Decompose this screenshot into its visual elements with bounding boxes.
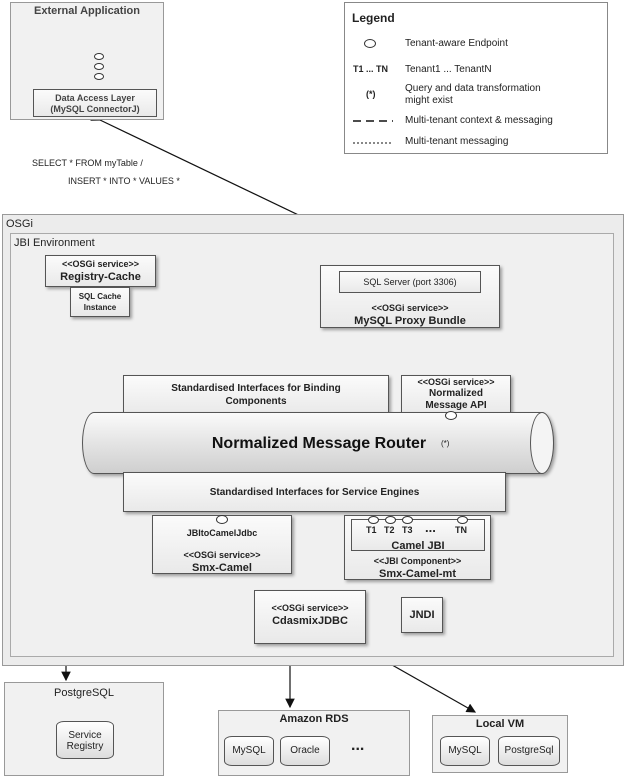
sql-cache-line2: Instance bbox=[83, 303, 117, 312]
external-application-title: External Application bbox=[34, 5, 140, 17]
camel-jbi: Camel JBI bbox=[351, 519, 485, 552]
mysql-proxy-stereotype: <<OSGi service>> bbox=[371, 303, 449, 313]
tenant-endpoint-icon bbox=[364, 39, 376, 48]
endpoint-icon bbox=[94, 53, 104, 60]
binding-interfaces: Standardised Interfaces for Binding Comp… bbox=[123, 375, 389, 415]
tenant-endpoint-icon bbox=[457, 516, 468, 524]
nm-api-line1: Normalized bbox=[429, 388, 483, 399]
dashed-line-icon bbox=[353, 120, 393, 122]
tenant-endpoint-icon bbox=[368, 516, 379, 524]
smx-camel-mt: Camel JBI <<JBI Component>> Smx-Camel-mt bbox=[344, 515, 491, 580]
nm-api-line2: Message API bbox=[425, 400, 487, 411]
dotted-line-icon bbox=[353, 142, 393, 144]
tenant-t1-label: T1 bbox=[366, 525, 377, 535]
jndi: JNDI bbox=[401, 597, 443, 633]
query-line2: INSERT * INTO * VALUES * bbox=[68, 176, 180, 186]
sql-cache-instance: SQL Cache Instance bbox=[70, 287, 130, 317]
nm-api-endpoint-icon bbox=[445, 411, 457, 420]
registry-cache-name: Registry-Cache bbox=[60, 271, 141, 283]
nmr-label: Normalized Message Router bbox=[211, 435, 427, 452]
tenant-t3-label: T3 bbox=[402, 525, 413, 535]
camel-jbi-label: Camel JBI bbox=[391, 540, 445, 552]
postgresql: PostgreSQL Service Registry bbox=[4, 682, 164, 776]
tenant-endpoint-icon bbox=[385, 516, 396, 524]
smx-camel-mt-stereotype: <<JBI Component>> bbox=[373, 556, 462, 566]
registry-cache-stereotype: <<OSGi service>> bbox=[61, 259, 140, 269]
nm-api-stereotype: <<OSGi service>> bbox=[417, 377, 495, 387]
smx-camel-mt-name: Smx-Camel-mt bbox=[378, 568, 457, 580]
rds-oracle-label: Oracle bbox=[290, 745, 320, 756]
service-registry-database: Service Registry bbox=[56, 721, 114, 759]
cdasmix-stereotype: <<OSGi service>> bbox=[271, 603, 349, 613]
cdasmix-jdbc: <<OSGi service>> CdasmixJDBC bbox=[254, 590, 366, 644]
tenant-endpoint-icon bbox=[402, 516, 413, 524]
service-registry-line1: Service bbox=[68, 730, 102, 741]
osgi-label: OSGi bbox=[6, 218, 33, 230]
legend-symbol-2: T1 ... TN bbox=[353, 64, 389, 74]
service-engines-label: Standardised Interfaces for Service Engi… bbox=[209, 487, 420, 498]
amazon-rds-title: Amazon RDS bbox=[279, 713, 349, 725]
dal-line1: Data Access Layer bbox=[55, 93, 135, 103]
normalized-message-router: Normalized Message Router bbox=[82, 412, 554, 474]
service-registry-line2: Registry bbox=[66, 741, 104, 752]
normalized-message-api: <<OSGi service>> Normalized Message API bbox=[401, 375, 511, 415]
legend-text-5: Multi-tenant messaging bbox=[405, 136, 509, 147]
amazon-rds: Amazon RDS MySQL Oracle ... bbox=[218, 710, 410, 776]
postgresql-title: PostgreSQL bbox=[54, 687, 114, 699]
legend-symbol-3: (*) bbox=[366, 89, 376, 99]
local-postgresql-label: PostgreSql bbox=[504, 745, 554, 756]
endpoint-icon bbox=[94, 73, 104, 80]
asterisk-label: (*) bbox=[441, 439, 450, 448]
cdasmix-name: CdasmixJDBC bbox=[272, 615, 348, 627]
sql-server: SQL Server (port 3306) bbox=[339, 271, 481, 293]
legend-text-4: Multi-tenant context & messaging bbox=[405, 115, 553, 126]
smx-camel: JBItoCamelJdbc <<OSGi service>> Smx-Came… bbox=[152, 515, 292, 574]
smx-camel-stereotype: <<OSGi service>> bbox=[183, 550, 261, 560]
binding-line1: Standardised Interfaces for Binding bbox=[171, 383, 341, 394]
rds-oracle-database: Oracle bbox=[280, 736, 330, 766]
mysql-proxy-name: MySQL Proxy Bundle bbox=[354, 315, 466, 327]
local-mysql-database: MySQL bbox=[440, 736, 490, 766]
mysql-proxy-bundle: SQL Server (port 3306) <<OSGi service>> … bbox=[320, 265, 500, 328]
endpoint-icon bbox=[94, 63, 104, 70]
local-mysql-label: MySQL bbox=[448, 745, 482, 756]
service-engines-interfaces: Standardised Interfaces for Service Engi… bbox=[123, 472, 506, 512]
binding-line2: Components bbox=[225, 396, 287, 407]
smx-camel-name: Smx-Camel bbox=[192, 562, 252, 574]
sql-cache-line1: SQL Cache bbox=[78, 292, 122, 301]
smx-camel-endpoint: JBItoCamelJdbc bbox=[186, 528, 258, 538]
jbi-to-camel-endpoint-icon bbox=[216, 515, 228, 524]
registry-cache: <<OSGi service>> Registry-Cache bbox=[45, 255, 156, 287]
data-access-layer: Data Access Layer (MySQL ConnectorJ) bbox=[33, 89, 157, 117]
legend-text-2: Tenant1 ... TenantN bbox=[405, 64, 492, 75]
rds-mysql-label: MySQL bbox=[232, 745, 266, 756]
dal-line2: (MySQL ConnectorJ) bbox=[50, 104, 140, 114]
rds-mysql-database: MySQL bbox=[224, 736, 274, 766]
tenant-ellipsis: ... bbox=[425, 520, 436, 535]
legend: Legend Tenant-aware Endpoint T1 ... TN T… bbox=[344, 2, 608, 154]
legend-text-1: Tenant-aware Endpoint bbox=[405, 38, 508, 49]
jbi-label: JBI Environment bbox=[14, 237, 95, 249]
nmr-end-cap bbox=[530, 412, 554, 474]
local-vm-title: Local VM bbox=[475, 718, 525, 730]
tenant-t2-label: T2 bbox=[384, 525, 395, 535]
local-postgresql-database: PostgreSql bbox=[498, 736, 560, 766]
legend-text-3: Query and data transformation might exis… bbox=[405, 83, 541, 106]
jndi-label: JNDI bbox=[409, 609, 435, 621]
local-vm: Local VM MySQL PostgreSql bbox=[432, 715, 568, 773]
external-application: External Application Data Access Layer (… bbox=[10, 2, 164, 120]
rds-more-ellipsis: ... bbox=[351, 737, 365, 754]
legend-title: Legend bbox=[352, 11, 395, 25]
query-line1: SELECT * FROM myTable / bbox=[32, 158, 143, 168]
sql-server-label: SQL Server (port 3306) bbox=[363, 277, 457, 287]
tenant-tn-label: TN bbox=[455, 525, 467, 535]
